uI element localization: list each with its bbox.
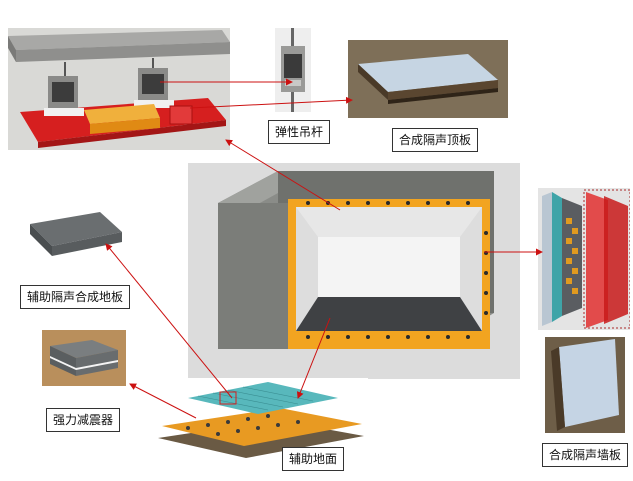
aux-composite-floor-label: 辅助隔声合成地板: [20, 285, 131, 309]
composite-wall-label: 合成隔声墙板: [542, 443, 629, 467]
strong-damper-image: [42, 330, 126, 386]
room-cutaway-panel: [188, 163, 520, 379]
aux-floor-image: [158, 378, 368, 470]
elastic-hanger-label: 弹性吊杆: [268, 120, 331, 144]
composite-ceiling-label: 合成隔声顶板: [392, 128, 479, 152]
hanger-scene-panel: [8, 28, 230, 150]
strong-damper-label: 强力减震器: [46, 408, 121, 432]
aux-composite-floor-image: [28, 210, 124, 262]
elastic-hanger-image: [275, 28, 311, 112]
aux-floor-label: 辅助地面: [282, 447, 345, 471]
composite-ceiling-image: [348, 40, 508, 118]
composite-wall-image: [545, 337, 625, 433]
wall-layers-image: [538, 188, 630, 330]
